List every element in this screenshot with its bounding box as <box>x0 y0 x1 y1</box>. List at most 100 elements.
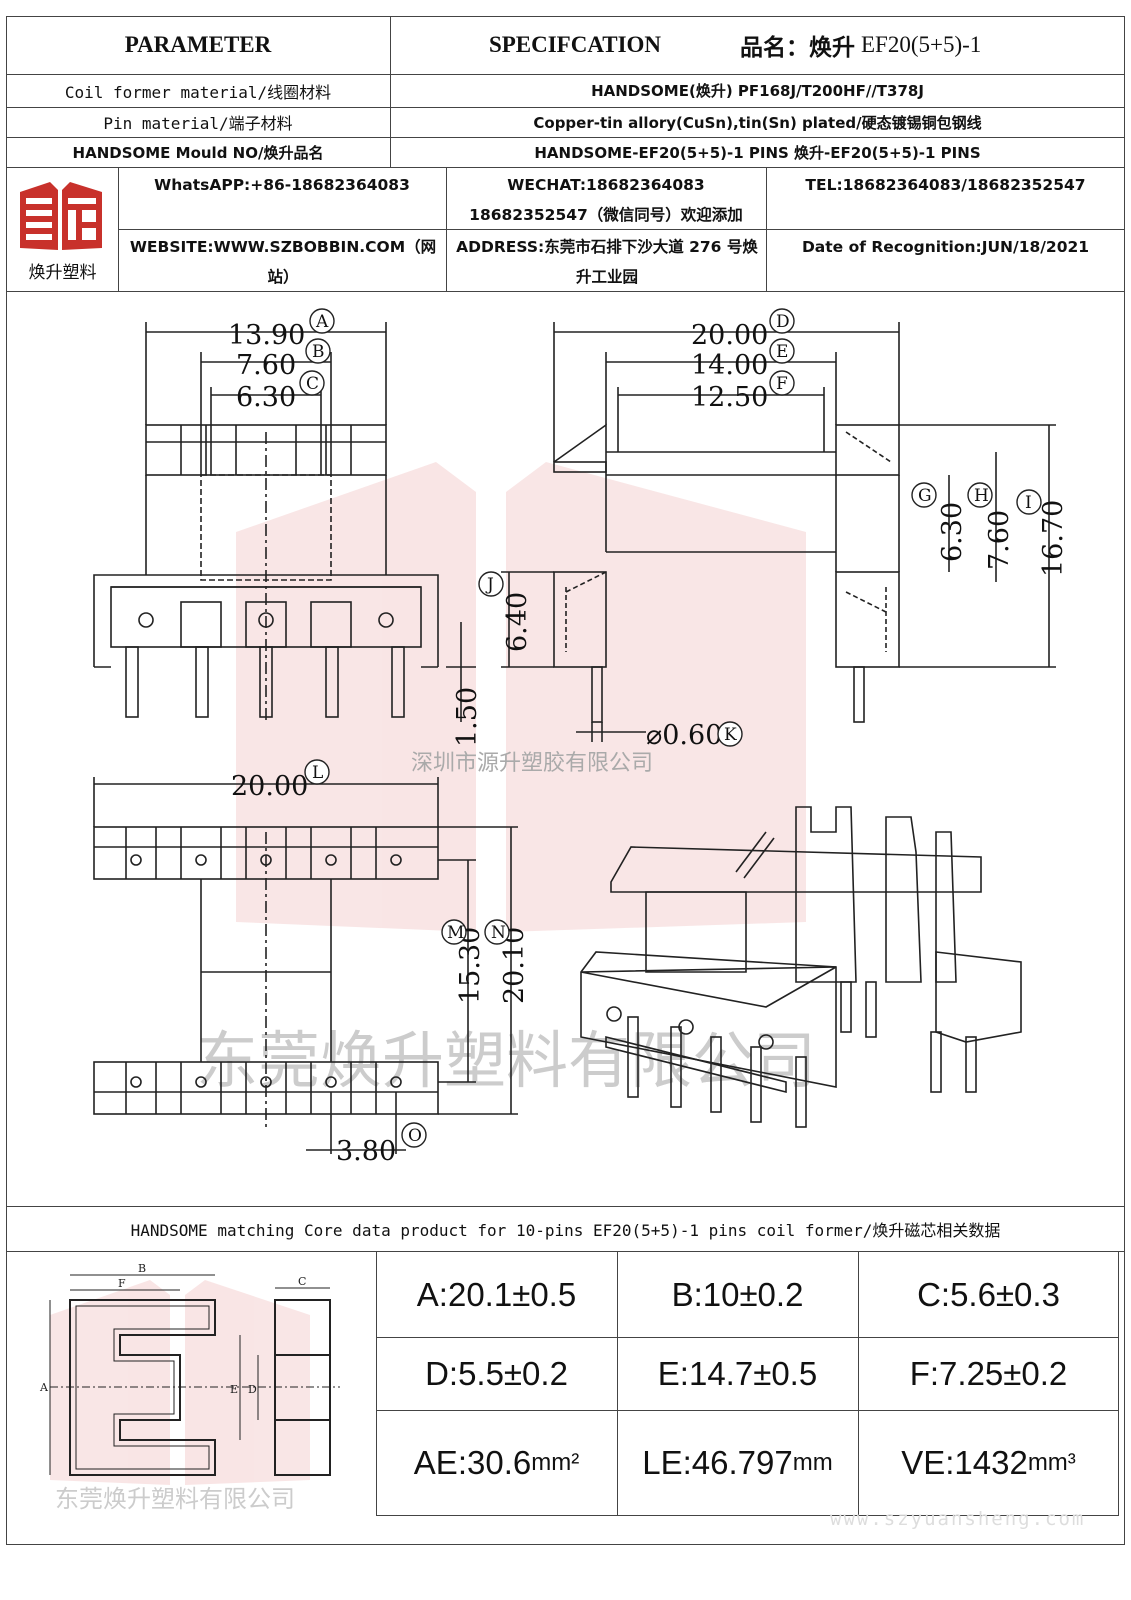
ef-core-drawing: 东莞焕升塑料有限公司 B F C A E D <box>39 1262 340 1513</box>
core-value-e: E:14.7±0.5 <box>657 1354 818 1392</box>
divider <box>376 1337 1119 1338</box>
divider <box>446 167 447 291</box>
company-logo: 焕升塑料 <box>10 170 115 288</box>
watermark-small: 深圳市源升塑胶有限公司 <box>411 751 653 776</box>
svg-text:O: O <box>408 1126 422 1146</box>
core-label-a: A <box>39 1381 49 1394</box>
dim-value-h: 7.60 <box>984 510 1015 570</box>
core-label-b: B <box>138 1262 146 1275</box>
core-label-d: D <box>248 1383 257 1396</box>
core-values-grid <box>376 1252 1119 1516</box>
param-label-pin-material: Pin material/端子材料 <box>103 114 293 133</box>
param-value-pin-material: Copper-tin allory(CuSn),tin(Sn) plated/硬… <box>533 113 982 132</box>
ref-marker-i: I <box>1016 489 1042 515</box>
spec-sheet-frame <box>6 16 1125 1545</box>
divider <box>6 137 1125 138</box>
dim-value-l: 20.00 <box>231 771 308 802</box>
divider <box>6 167 1125 168</box>
divider <box>6 107 1125 108</box>
core-label-f: F <box>118 1277 126 1290</box>
ref-marker-e: E <box>769 338 795 364</box>
svg-text:K: K <box>724 725 737 745</box>
param-value-mould-no: HANDSOME-EF20(5+5)-1 PINS 焕升-EF20(5+5)-1… <box>534 143 981 162</box>
wechat-line-2: 18682352547（微信同号）欢迎添加 <box>469 206 743 224</box>
specification-header: SPECIFCATION <box>488 32 662 57</box>
dim-value-k: ⌀0.60 <box>646 720 722 751</box>
divider <box>118 167 119 291</box>
dim-value-b: 7.60 <box>236 350 296 381</box>
svg-text:B: B <box>312 342 325 362</box>
website: WEBSITE:WWW.SZBOBBIN.COM（网站） <box>129 238 437 286</box>
website-watermark: www.szyuansheng.com <box>830 1508 1086 1530</box>
svg-text:D: D <box>776 312 790 332</box>
core-watermark: 东莞焕升塑料有限公司 <box>55 1485 295 1513</box>
dim-value-j: 6.40 <box>502 592 533 652</box>
ref-marker-o: O <box>401 1122 427 1148</box>
dim-value-c: 6.30 <box>236 382 296 413</box>
wechat-line-1: WECHAT:18682364083 <box>507 176 705 194</box>
telephone-numbers: TEL:18682364083/18682352547 <box>805 176 1086 194</box>
ref-marker-j: J <box>478 571 504 597</box>
address: ADDRESS:东莞市石排下沙大道 276 号焕升工业园 <box>456 238 758 286</box>
svg-text:L: L <box>312 763 323 783</box>
ref-marker-d: D <box>769 308 795 334</box>
core-value-b: B:10±0.2 <box>671 1275 804 1313</box>
watermark-big: 东莞焕升塑料有限公司 <box>196 1024 816 1097</box>
dim-value-a: 13.90 <box>228 320 305 351</box>
date-of-recognition: Date of Recognition:JUN/18/2021 <box>801 238 1090 256</box>
ref-marker-n: N <box>484 919 510 945</box>
core-value-f: F:7.25±0.2 <box>909 1354 1068 1392</box>
divider <box>376 1410 1119 1411</box>
coil-former-drawing: 深圳市源升塑胶有限公司 东莞焕升塑料有限公司 <box>93 308 1069 1167</box>
divider <box>858 1252 859 1516</box>
dim-value-f: 12.50 <box>691 382 768 413</box>
dim-value-pin-length: 1.50 <box>452 687 483 747</box>
ref-marker-f: F <box>769 370 795 396</box>
product-name-header: 品名：焕升 EF20(5+5)-1 <box>740 16 1120 74</box>
wechat-info: WECHAT:18682364083 18682352547（微信同号）欢迎添加 <box>446 170 766 230</box>
product-code: EF20(5+5)-1 <box>861 32 982 57</box>
param-value-coil-material: HANDSOME(焕升) PF168J/T200HF//T378J <box>591 82 924 100</box>
core-value-c: C:5.6±0.3 <box>917 1275 1060 1313</box>
dim-value-e: 14.00 <box>691 350 768 381</box>
parameter-header: PARAMETER <box>124 32 272 57</box>
divider <box>6 1206 1125 1207</box>
svg-text:G: G <box>918 486 932 506</box>
param-label-mould-no: HANDSOME Mould NO/焕升品名 <box>72 143 324 162</box>
svg-text:J: J <box>485 575 494 595</box>
svg-text:C: C <box>306 374 319 394</box>
ref-marker-k: K <box>717 721 743 747</box>
whatsapp-number: WhatsAPP:+86-18682364083 <box>154 176 410 194</box>
dim-value-d: 20.00 <box>691 320 768 351</box>
divider <box>6 291 1125 292</box>
core-label-e: E <box>230 1383 238 1396</box>
logo-mark-icon <box>20 182 102 250</box>
svg-text:F: F <box>776 374 788 394</box>
svg-text:M: M <box>447 923 464 943</box>
svg-text:N: N <box>491 923 506 943</box>
ref-marker-c: C <box>299 370 325 396</box>
product-name-label: 品名：焕升 <box>740 35 855 61</box>
divider <box>6 1251 1125 1252</box>
core-diagram: 东莞焕升塑料有限公司 B F C A E D <box>10 1255 365 1515</box>
dim-value-g: 6.30 <box>937 502 968 562</box>
logo-caption: 焕升塑料 <box>28 263 97 283</box>
ref-marker-g: G <box>911 482 937 508</box>
svg-text:H: H <box>974 486 989 506</box>
technical-drawing: 深圳市源升塑胶有限公司 东莞焕升塑料有限公司 <box>6 292 1125 1206</box>
core-value-d: D:5.5±0.2 <box>425 1354 568 1392</box>
core-value-a: A:20.1±0.5 <box>416 1275 577 1313</box>
ref-marker-b: B <box>305 338 331 364</box>
ref-marker-l: L <box>304 759 330 785</box>
divider <box>766 167 767 291</box>
divider <box>390 16 391 167</box>
ref-marker-m: M <box>441 919 467 945</box>
svg-text:E: E <box>776 342 788 362</box>
divider <box>617 1252 618 1516</box>
svg-text:I: I <box>1025 493 1032 513</box>
param-label-coil-material: Coil former material/线圈材料 <box>64 82 332 102</box>
core-data-title: HANDSOME matching Core data product for … <box>130 1220 1001 1240</box>
